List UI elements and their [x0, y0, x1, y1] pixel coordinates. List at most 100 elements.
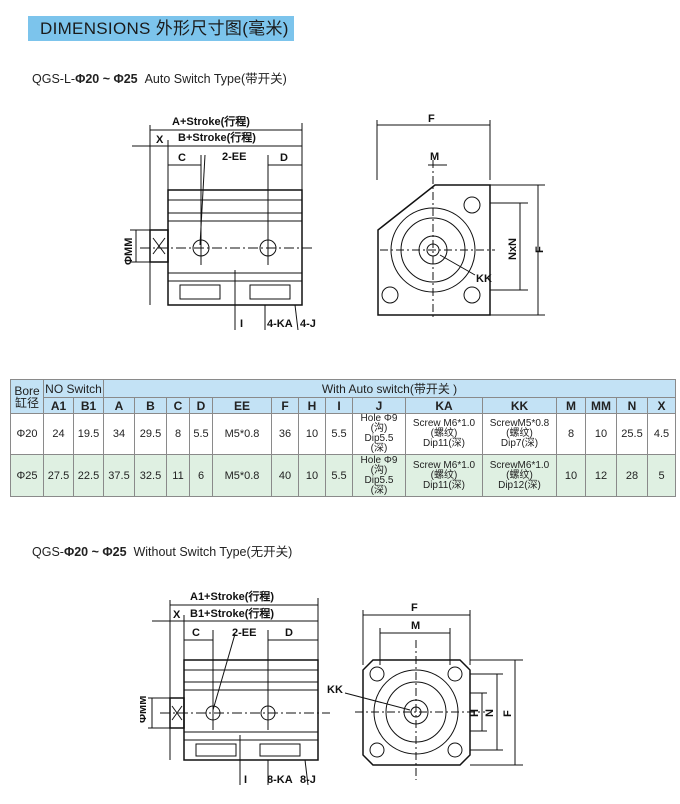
cell-h: 10: [298, 413, 326, 455]
dimensions-banner: DIMENSIONS 外形尺寸图(毫米): [28, 16, 294, 41]
label-kk: KK: [476, 273, 492, 285]
no-switch-header: NO Switch: [43, 379, 104, 398]
cell-j: Hole Φ9(沟)Dip5.5(深): [352, 413, 406, 455]
cell-ka: Screw M6*1.0(螺纹)Dip11(深): [405, 454, 483, 497]
label-nxn: NxN: [507, 238, 519, 260]
column-header-ee: EE: [212, 397, 272, 414]
column-header-b1: B1: [73, 397, 104, 414]
bore-range: Φ20 ~ Φ25: [75, 72, 138, 86]
cell-line: Dip11(深): [422, 479, 466, 491]
cell-line: (螺纹): [430, 469, 458, 481]
label-mm: ΦMM: [123, 238, 135, 265]
cell-x: 5: [647, 454, 676, 497]
cell-line: ScrewM5*0.8: [489, 418, 550, 429]
cell-m: 10: [556, 454, 586, 497]
label-f-height: F: [502, 710, 514, 717]
column-header-a: A: [103, 397, 135, 414]
cell-line: Dip5.5: [364, 433, 394, 444]
label-j: 8-J: [300, 774, 316, 786]
cell-line: Hole Φ9: [360, 454, 398, 466]
label-d: D: [285, 627, 293, 639]
column-header-mm: MM: [585, 397, 617, 414]
label-ka: 4-KA: [267, 318, 293, 330]
cell-b: 29.5: [134, 413, 167, 455]
cell-n: 25.5: [616, 413, 648, 455]
column-header-m: M: [556, 397, 586, 414]
label-f: F: [411, 602, 418, 614]
bore-cell: Φ20: [10, 413, 44, 455]
side-view-drawing-no-switch: A1+Stroke(行程) B1+Stroke(行程) X C 2-EE D Φ…: [140, 590, 330, 786]
label-i: I: [240, 318, 243, 330]
cell-h: 10: [298, 454, 326, 497]
cell-line: (深): [370, 484, 388, 496]
cell-line: Dip7(深): [500, 438, 539, 449]
cell-b1: 19.5: [73, 413, 104, 455]
cell-i: 5.5: [325, 454, 353, 497]
cell-line: (螺纹): [506, 469, 533, 481]
cell-kk: ScrewM5*0.8(螺纹)Dip7(深): [482, 413, 557, 455]
cell-f: 40: [271, 454, 299, 497]
cell-a: 34: [103, 413, 135, 455]
cell-line: (沟): [370, 464, 388, 476]
cell-ka: Screw M6*1.0(螺纹)Dip11(深): [405, 413, 483, 455]
column-header-f: F: [271, 397, 299, 414]
label-ee: 2-EE: [222, 151, 246, 163]
label-j: 4-J: [300, 318, 316, 330]
label-kk: KK: [327, 684, 343, 696]
with-switch-header: With Auto switch(带开关 ): [103, 379, 676, 398]
label-c: C: [192, 627, 200, 639]
cell-line: (螺纹): [506, 428, 533, 439]
cell-n: 28: [616, 454, 648, 497]
front-view-drawing-auto-switch: F M NxN F KK: [376, 113, 546, 320]
label-f: F: [428, 113, 435, 125]
cell-line: (深): [370, 443, 388, 454]
label-i: I: [244, 774, 247, 786]
cell-line: Screw M6*1.0: [412, 418, 476, 429]
cell-ee: M5*0.8: [212, 454, 272, 497]
cell-line: Hole Φ9: [360, 413, 398, 424]
column-header-c: C: [166, 397, 190, 414]
cell-a1: 27.5: [43, 454, 74, 497]
label-b1-stroke: B1+Stroke(行程): [190, 606, 274, 620]
cell-line: (螺纹): [430, 428, 458, 439]
column-header-i: I: [325, 397, 353, 414]
bore-cell: Φ25: [10, 454, 44, 497]
column-header-b: B: [134, 397, 167, 414]
cell-x: 4.5: [647, 413, 676, 455]
cell-c: 11: [166, 454, 190, 497]
cell-b1: 22.5: [73, 454, 104, 497]
cell-i: 5.5: [325, 413, 353, 455]
label-d: D: [280, 152, 288, 164]
label-a-stroke: A+Stroke(行程): [172, 114, 250, 128]
bore-range: Φ20 ~ Φ25: [63, 545, 127, 559]
column-header-a1: A1: [43, 397, 74, 414]
cell-line: Dip5.5: [364, 474, 394, 486]
label-ka: 8-KA: [267, 774, 293, 786]
column-header-x: X: [647, 397, 676, 414]
front-view-drawing-no-switch: F M H N F KK: [327, 602, 523, 780]
label-m: M: [430, 151, 439, 163]
side-view-drawing-auto-switch: A+Stroke(行程) B+Stroke(行程) X C 2-EE D ΦMM…: [123, 114, 316, 331]
label-mm: ΦMM: [140, 696, 149, 723]
column-header-n: N: [616, 397, 648, 414]
cell-mm: 12: [585, 454, 617, 497]
cell-j: Hole Φ9(沟)Dip5.5(深): [352, 454, 406, 497]
cell-line: ScrewM6*1.0: [489, 459, 550, 471]
column-header-kk: KK: [482, 397, 557, 414]
label-c: C: [178, 152, 186, 164]
cell-d: 5.5: [189, 413, 213, 455]
label-x: X: [173, 609, 181, 621]
type-label: Without Switch Type(无开关): [133, 545, 293, 559]
cell-kk: ScrewM6*1.0(螺纹)Dip12(深): [482, 454, 557, 497]
cell-b: 32.5: [134, 454, 167, 497]
label-ee: 2-EE: [232, 627, 256, 639]
model-prefix: QGS-L-: [32, 72, 76, 86]
label-n: N: [484, 709, 496, 717]
label-b-stroke: B+Stroke(行程): [178, 130, 256, 144]
cell-d: 6: [189, 454, 213, 497]
cell-a1: 24: [43, 413, 74, 455]
